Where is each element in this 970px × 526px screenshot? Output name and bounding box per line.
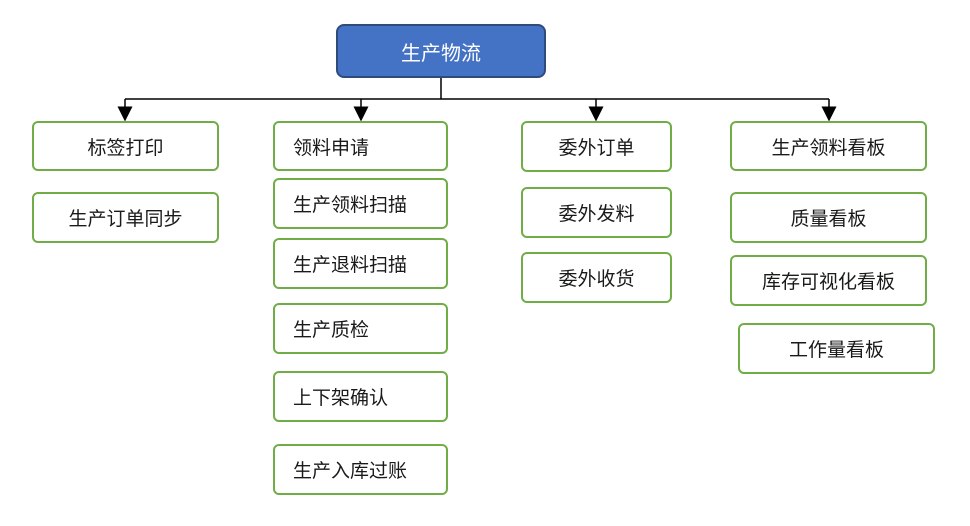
node-outsourcing-receipt: 委外收货: [521, 252, 672, 303]
node-production-inbound-posting: 生产入库过账: [273, 444, 448, 495]
node-label: 委外收货: [558, 268, 635, 290]
node-inventory-visual-board: 库存可视化看板: [730, 255, 927, 306]
node-label: 质量看板: [790, 208, 867, 230]
node-shelving-confirm: 上下架确认: [273, 371, 448, 422]
node-label: 领料申请: [293, 136, 370, 159]
node-label: 工作量看板: [788, 339, 884, 361]
node-production-qc: 生产质检: [273, 303, 448, 354]
node-label: 委外发料: [558, 203, 635, 225]
node-label: 生产退料扫描: [293, 254, 408, 276]
node-label: 生产质检: [293, 319, 370, 341]
node-label: 生产领料看板: [771, 136, 886, 159]
node-label: 库存可视化看板: [761, 271, 895, 293]
root-node-label: 生产物流: [401, 40, 481, 65]
node-label: 上下架确认: [293, 387, 389, 409]
node-label: 委外订单: [558, 137, 635, 159]
node-production-return-scan: 生产退料扫描: [273, 238, 448, 289]
node-label: 生产领料扫描: [293, 194, 408, 216]
node-label: 标签打印: [87, 136, 164, 159]
node-production-picking-scan: 生产领料扫描: [273, 178, 448, 229]
node-material-request: 领料申请: [273, 121, 448, 171]
node-outsourcing-order: 委外订单: [521, 121, 672, 172]
node-production-order-sync: 生产订单同步: [32, 192, 219, 243]
node-label: 生产订单同步: [68, 208, 183, 230]
root-node: 生产物流: [336, 24, 546, 78]
node-label: 生产入库过账: [293, 460, 408, 482]
node-production-picking-board: 生产领料看板: [730, 121, 927, 171]
node-quality-board: 质量看板: [730, 192, 927, 243]
node-workload-board: 工作量看板: [738, 323, 935, 374]
node-outsourcing-issue: 委外发料: [521, 187, 672, 238]
node-label-print: 标签打印: [32, 121, 219, 171]
